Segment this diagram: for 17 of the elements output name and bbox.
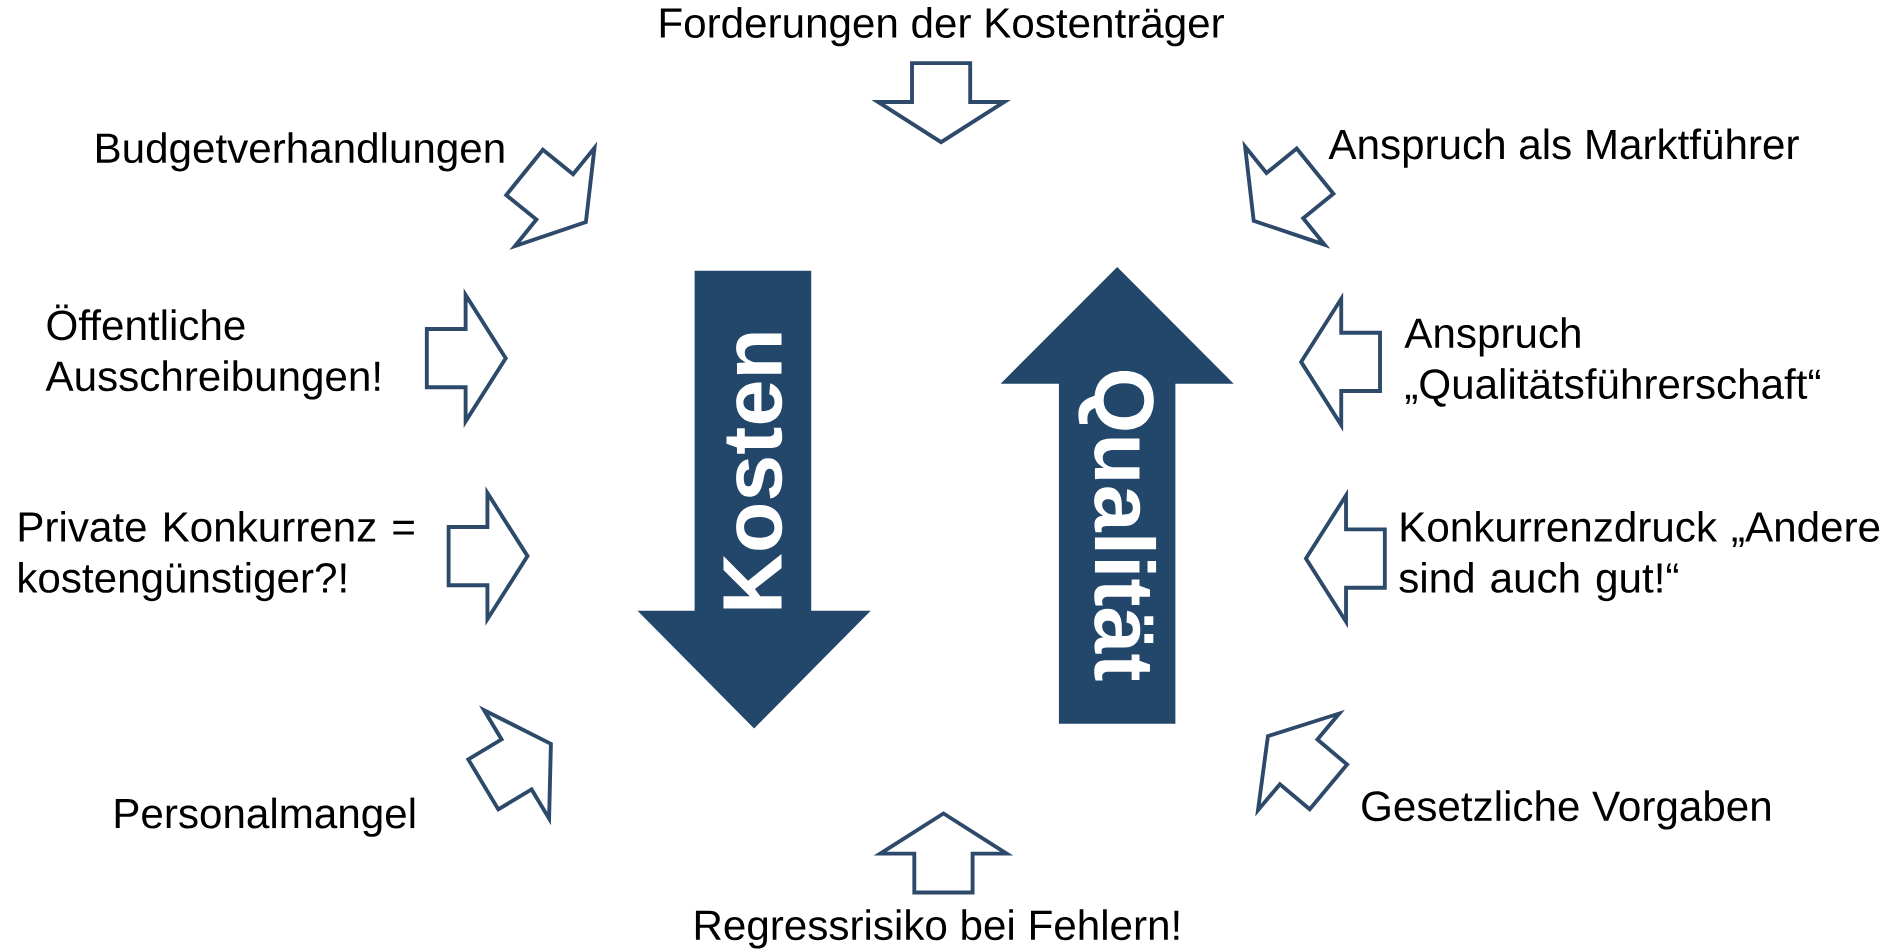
label-text: Anspruch „Qualitätsführerschaft“ xyxy=(1404,317,1820,407)
label-text: Private Konkurrenz = kostengünstiger?! xyxy=(19,511,414,602)
block-arrow xyxy=(871,61,1011,145)
label-text: Regressrisiko bei Fehlern! xyxy=(695,909,1179,949)
block-arrow xyxy=(1255,709,1350,817)
block-arrow xyxy=(873,811,1014,895)
label-text: Anspruch als Marktführer xyxy=(1328,128,1799,168)
block-arrow xyxy=(446,486,530,626)
label-text: Forderungen der Kostenträger xyxy=(660,7,1224,47)
label-text: Gesetzliche Vorgaben xyxy=(1362,790,1770,830)
label-text: Öffentliche Ausschreibungen! xyxy=(45,304,380,400)
label-text: Konkurrenzdruck „Andere sind auch gut!“ xyxy=(1399,511,1880,602)
label-text: Personalmangel xyxy=(115,797,415,837)
block-arrow xyxy=(1298,292,1382,432)
block-arrow xyxy=(1303,488,1387,629)
block-arrow xyxy=(424,288,508,428)
label-text: Budgetverhandlungen xyxy=(97,132,504,172)
